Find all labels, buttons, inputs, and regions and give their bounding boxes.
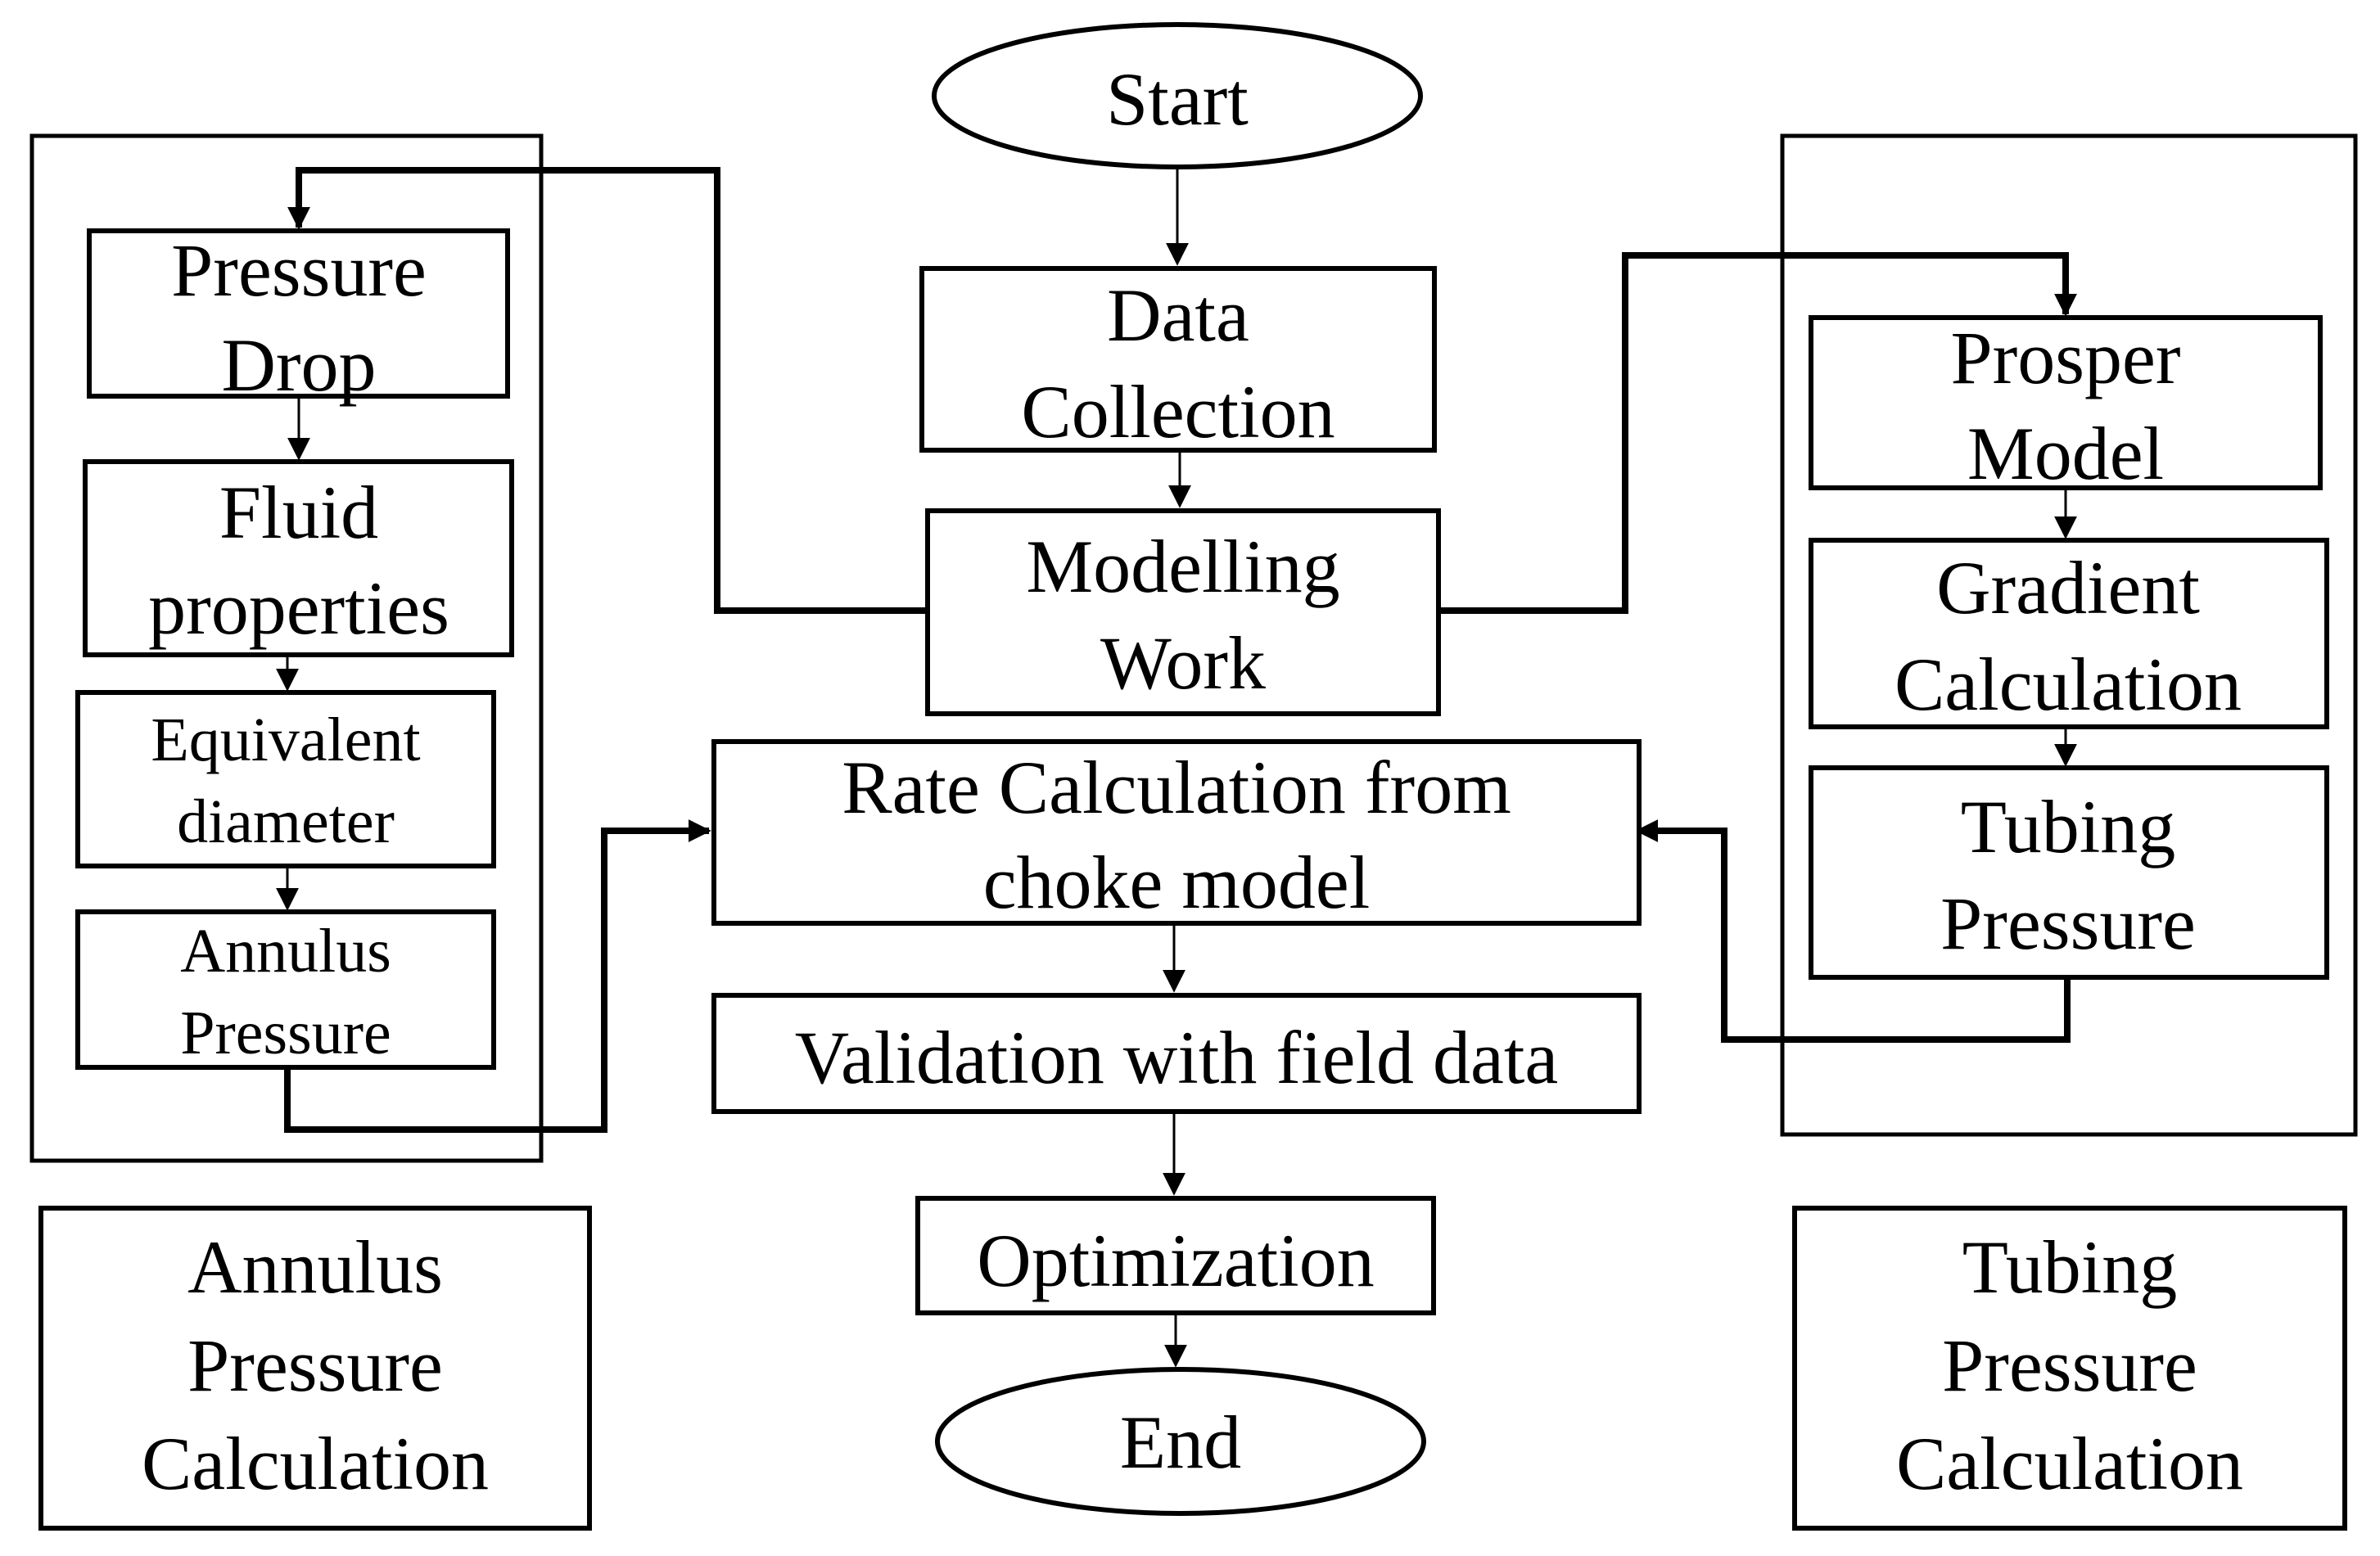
rate-calculation-box bbox=[711, 739, 1642, 926]
gradient-calculation-label-line1: Gradient bbox=[1936, 546, 2200, 629]
gradient-calculation-label-line2: Calculation bbox=[1895, 643, 2242, 726]
pressure-drop-label-line1: Pressure bbox=[171, 228, 427, 312]
data-collection-label-line2: Collection bbox=[1021, 370, 1335, 453]
start-label: Start bbox=[1106, 57, 1249, 141]
rate-calculation-label-line2: choke model bbox=[983, 841, 1371, 924]
prosper-model-label-line1: Prosper bbox=[1950, 316, 2180, 399]
tubing-pressure-box bbox=[1809, 765, 2329, 980]
gradient-calculation-box bbox=[1809, 538, 2329, 729]
end-terminal bbox=[935, 1367, 1426, 1516]
modelling-work-label-line1: Modelling bbox=[1026, 525, 1339, 608]
validation-box bbox=[711, 993, 1642, 1114]
fluid-properties-box bbox=[83, 459, 514, 657]
annulus-pressure-label-line2: Pressure bbox=[180, 999, 391, 1067]
data-collection-label-line1: Data bbox=[1107, 273, 1249, 357]
annulus-caption-line3: Calculation bbox=[142, 1422, 489, 1505]
prosper-model-label-line2: Model bbox=[1967, 412, 2164, 495]
tubing-group-frame bbox=[1780, 133, 2358, 1137]
tubing-pressure-label-line2: Pressure bbox=[1940, 882, 2196, 965]
fluid-properties-label-line1: Fluid bbox=[219, 471, 378, 554]
end-label: End bbox=[1120, 1400, 1241, 1484]
tubing-caption-box bbox=[1792, 1206, 2347, 1531]
pressure-drop-label-line2: Drop bbox=[221, 323, 376, 407]
annulus-caption-line2: Pressure bbox=[187, 1324, 443, 1407]
modelling-work-label-line2: Work bbox=[1100, 621, 1266, 705]
annulus-pressure-label-line1: Annulus bbox=[180, 917, 391, 985]
tubing-caption-line3: Calculation bbox=[1896, 1422, 2243, 1505]
start-terminal bbox=[932, 22, 1423, 169]
equivalent-diameter-box bbox=[75, 690, 496, 868]
arrow-annulus-pressure-to-rate bbox=[284, 819, 711, 1133]
arrow-modelling-to-pressure-drop bbox=[287, 167, 925, 614]
annulus-caption-box bbox=[38, 1206, 592, 1531]
tubing-caption-line1: Tubing bbox=[1962, 1225, 2178, 1309]
validation-label: Validation with field data bbox=[795, 1016, 1559, 1099]
optimization-box bbox=[915, 1196, 1436, 1315]
fluid-properties-label-line2: properties bbox=[148, 566, 449, 650]
tubing-caption-line2: Pressure bbox=[1942, 1324, 2197, 1407]
tubing-pressure-label-line1: Tubing bbox=[1961, 785, 2176, 868]
annulus-group-frame bbox=[29, 133, 544, 1163]
arrow-modelling-to-prosper bbox=[1438, 252, 2077, 614]
optimization-label: Optimization bbox=[977, 1219, 1374, 1302]
annulus-pressure-box bbox=[75, 909, 496, 1070]
modelling-work-box bbox=[925, 508, 1441, 716]
arrow-tubing-pressure-to-rate bbox=[1635, 819, 2071, 1043]
equivalent-diameter-label-line2: diameter bbox=[177, 787, 395, 856]
pressure-drop-box bbox=[87, 228, 510, 399]
rate-calculation-label-line1: Rate Calculation from bbox=[842, 746, 1511, 829]
annulus-caption-line1: Annulus bbox=[187, 1225, 443, 1309]
prosper-model-box bbox=[1809, 315, 2323, 490]
equivalent-diameter-label-line1: Equivalent bbox=[151, 706, 420, 774]
data-collection-box bbox=[919, 266, 1437, 453]
